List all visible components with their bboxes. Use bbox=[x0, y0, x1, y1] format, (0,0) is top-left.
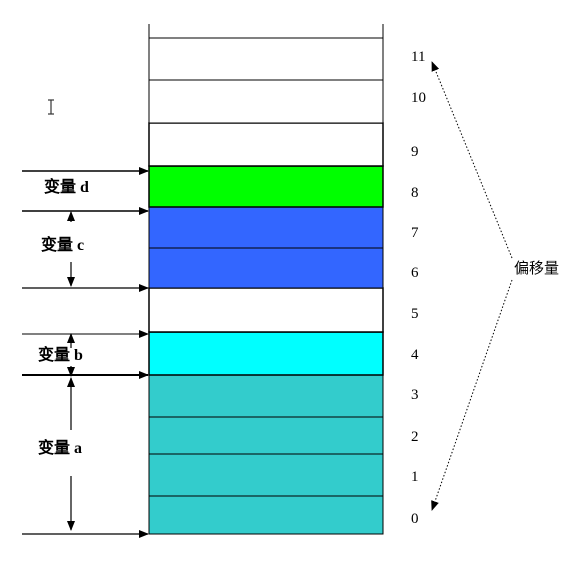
memory-cell-9 bbox=[148, 122, 384, 167]
offset-title: 偏移量 bbox=[514, 260, 559, 277]
offset-label-8: 8 bbox=[411, 185, 419, 201]
offset-label-7: 7 bbox=[411, 225, 419, 241]
offset-label-4: 4 bbox=[411, 347, 419, 363]
offset-label-2: 2 bbox=[411, 429, 419, 445]
memory-cell-0 bbox=[148, 495, 384, 535]
memory-cells bbox=[148, 24, 384, 535]
offset-label-1: 1 bbox=[411, 469, 419, 485]
memory-cell-1 bbox=[148, 453, 384, 497]
variable-c-label: 变量 c bbox=[41, 235, 84, 254]
memory-cell-7 bbox=[148, 206, 384, 249]
memory-cell-8 bbox=[148, 165, 384, 208]
offset-label-11: 11 bbox=[411, 49, 425, 65]
offset-arrow-up bbox=[431, 61, 513, 259]
offset-label-3: 3 bbox=[411, 387, 419, 403]
memory-cell-5 bbox=[148, 287, 384, 333]
variable-pointers bbox=[22, 167, 149, 538]
offset-label-9: 9 bbox=[411, 144, 419, 160]
offset-arrow-down bbox=[431, 279, 513, 511]
variable-d-label: 变量 d bbox=[44, 177, 89, 196]
variable-a-label: 变量 a bbox=[38, 438, 82, 457]
offset-label-0: 0 bbox=[411, 511, 419, 527]
offset-label-5: 5 bbox=[411, 306, 419, 322]
offset-label-6: 6 bbox=[411, 265, 419, 281]
variable-b-label: 变量 b bbox=[38, 345, 83, 364]
memory-cell-6 bbox=[148, 247, 384, 289]
text-cursor-icon bbox=[48, 99, 54, 115]
offset-label-10: 10 bbox=[411, 90, 426, 106]
memory-cell-11 bbox=[148, 37, 384, 81]
memory-cell-10 bbox=[148, 79, 384, 124]
offset-labels: 0 1 2 3 4 5 6 7 8 9 10 11 bbox=[411, 49, 426, 527]
memory-cell-3 bbox=[148, 374, 384, 418]
memory-cell-2 bbox=[148, 416, 384, 455]
memory-cell-4 bbox=[148, 331, 384, 376]
